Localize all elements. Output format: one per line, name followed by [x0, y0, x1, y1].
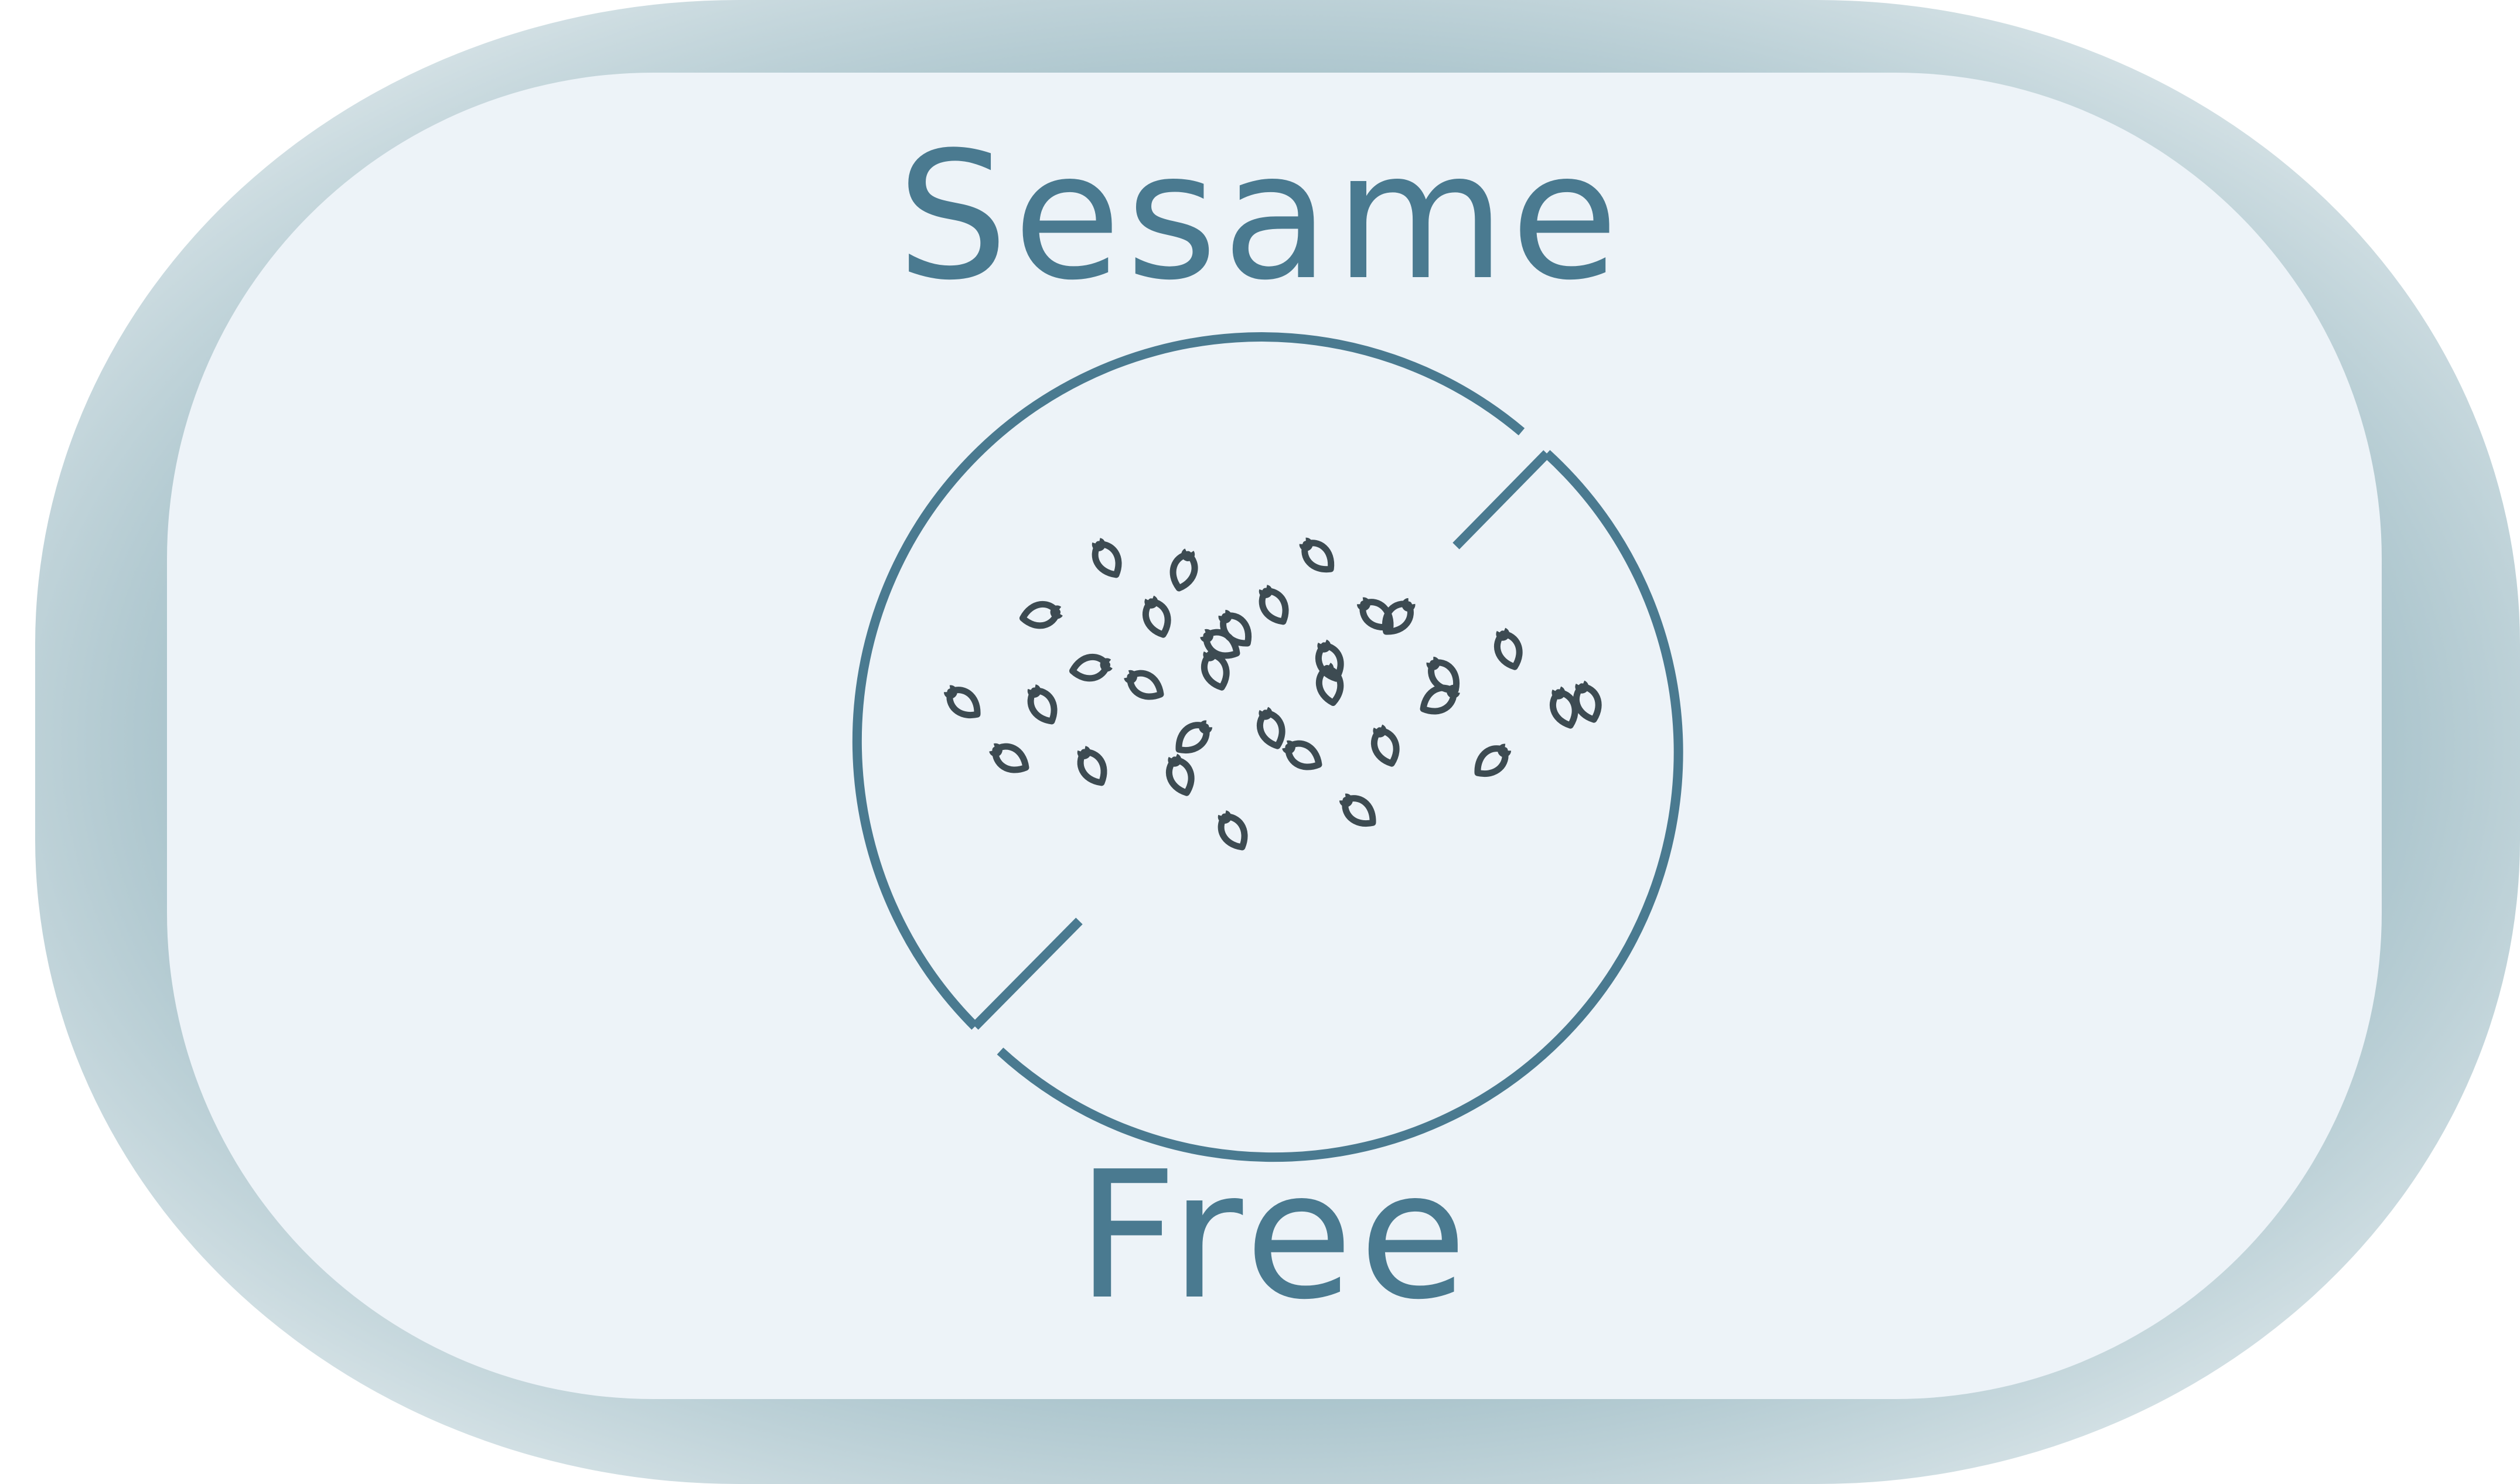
sesame-seed — [1019, 601, 1063, 629]
sesame-seed — [1494, 627, 1523, 670]
sesame-seed — [1382, 598, 1416, 635]
sesame-seed — [1282, 740, 1322, 770]
sesame-seed — [943, 685, 981, 719]
sesame-seed — [1218, 609, 1252, 647]
sesame-seed — [1069, 653, 1113, 682]
circle-arc-lower — [997, 450, 1683, 1162]
sesame-seed — [1169, 548, 1198, 592]
sesame-seed — [1356, 597, 1394, 631]
sesame-seed — [1259, 585, 1289, 625]
sesame-seed — [1299, 537, 1335, 573]
badge-panel — [167, 73, 2382, 1399]
slash-lower — [971, 917, 1083, 1030]
sesame-seed — [1257, 707, 1285, 749]
sesame-seed — [1339, 793, 1376, 827]
badge-title-top: Sesame — [896, 114, 1624, 319]
sesame-seeds-icon — [943, 537, 1602, 851]
sesame-seed — [1315, 663, 1344, 707]
sesame-seed — [1027, 684, 1058, 725]
slash-upper — [1452, 450, 1550, 550]
sesame-seed — [1218, 810, 1248, 851]
sesame-seed — [1474, 743, 1512, 777]
badge-title-bottom: Free — [1076, 1134, 1473, 1338]
sesame-seed — [1143, 595, 1171, 638]
sesame-seed — [1200, 629, 1240, 659]
sesame-seed — [989, 743, 1029, 773]
sesame-seed — [1124, 670, 1164, 700]
prohibition-circle-icon — [852, 332, 1683, 1162]
sesame-seed — [1371, 724, 1400, 767]
sesame-seed — [1166, 753, 1195, 796]
circle-arc-upper — [852, 332, 1525, 1030]
sesame-seed — [1550, 686, 1578, 729]
sesame-seed — [1092, 538, 1122, 578]
sesame-seed — [1573, 680, 1602, 723]
sesame-seed — [1420, 684, 1460, 715]
sesame-seed — [1175, 720, 1213, 754]
sesame-seed — [1077, 746, 1107, 786]
